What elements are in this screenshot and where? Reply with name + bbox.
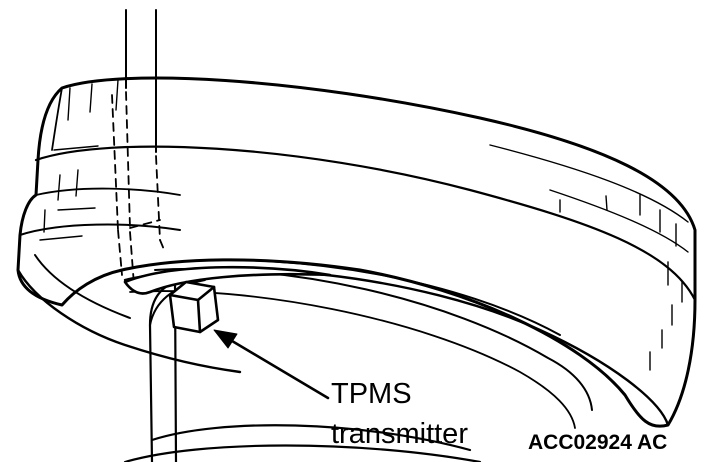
rim-lip (123, 265, 332, 295)
sidewall-ticks (39, 79, 683, 371)
figure-code: ACC02924 AC (528, 431, 668, 454)
callout-arrow (213, 329, 330, 400)
tpms-transmitter (168, 280, 220, 334)
callout-label-line1: TPMS (331, 378, 412, 410)
callout-label-line2: transmitter (331, 418, 468, 450)
tire-body (16, 76, 697, 429)
valve-stem (111, 9, 166, 286)
